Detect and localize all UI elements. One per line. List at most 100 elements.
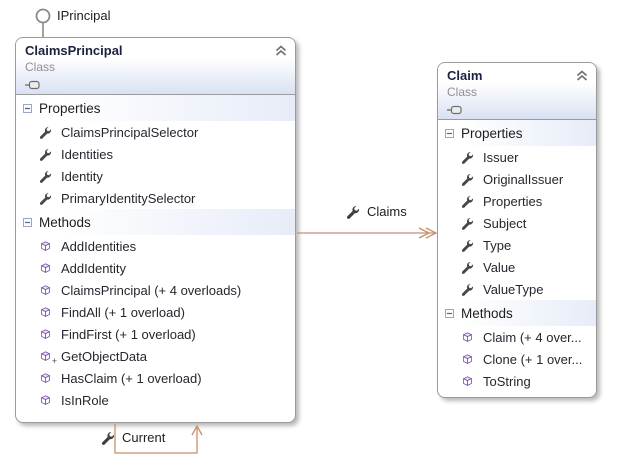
member-row[interactable]: + OriginalIssuer	[438, 168, 596, 190]
property-wrench-icon: +	[39, 126, 52, 139]
class-title: Claim	[447, 68, 483, 83]
property-wrench-icon: +	[461, 195, 474, 208]
section-header-properties[interactable]: Properties	[16, 95, 295, 121]
interface-label: IPrincipal	[57, 8, 111, 23]
class-header[interactable]: ClaimsPrincipal Class	[16, 38, 295, 95]
section-label: Methods	[461, 305, 513, 321]
collapse-minus-icon[interactable]	[445, 128, 454, 138]
member-label: PrimaryIdentitySelector	[61, 190, 196, 206]
class-shape-claimsprincipal[interactable]: ClaimsPrincipal Class Properties	[15, 37, 296, 423]
member-row[interactable]: + Clone (+ 1 over...	[438, 348, 596, 370]
member-label: GetObjectData	[61, 348, 147, 364]
member-label: Identity	[61, 168, 103, 184]
member-row[interactable]: + GetObjectData	[16, 345, 295, 367]
property-wrench-icon: +	[39, 192, 52, 205]
property-wrench-icon: +	[461, 239, 474, 252]
lollipop-circle-icon	[35, 8, 51, 24]
member-row[interactable]: + Identity	[16, 165, 295, 187]
method-cube-icon: +	[39, 328, 52, 341]
property-wrench-icon: +	[461, 151, 474, 164]
member-label: Identities	[61, 146, 114, 162]
member-label: Issuer	[483, 149, 519, 165]
class-header[interactable]: Claim Class	[438, 63, 596, 120]
member-row[interactable]: + ToString	[438, 370, 596, 392]
collapse-minus-icon[interactable]	[23, 217, 32, 227]
member-row[interactable]: + ClaimsPrincipal (+ 4 overloads)	[16, 279, 295, 301]
interface-lollipop[interactable]	[35, 8, 51, 38]
section-header-properties[interactable]: Properties	[438, 120, 596, 146]
property-wrench-icon: +	[461, 173, 474, 186]
arrowhead-icon	[425, 227, 438, 239]
section-label: Properties	[39, 100, 101, 116]
property-wrench-icon: +	[461, 217, 474, 230]
association-label-text: Current	[122, 430, 166, 445]
property-wrench-icon: +	[39, 170, 52, 183]
section-label: Methods	[39, 214, 91, 230]
association-label-claims[interactable]: Claims	[346, 204, 407, 219]
member-row[interactable]: + Subject	[438, 212, 596, 234]
method-cube-icon: +	[461, 375, 474, 388]
member-label: AddIdentity	[61, 260, 127, 276]
class-icon	[447, 105, 462, 115]
member-row[interactable]: + FindAll (+ 1 overload)	[16, 301, 295, 323]
member-label: ToString	[483, 373, 531, 389]
property-wrench-icon	[101, 431, 114, 445]
member-label: ClaimsPrincipalSelector	[61, 124, 199, 140]
method-cube-icon: +	[39, 372, 52, 385]
class-icon	[25, 80, 40, 90]
class-title: ClaimsPrincipal	[25, 43, 123, 58]
member-row[interactable]: + Claim (+ 4 over...	[438, 326, 596, 348]
section-header-methods[interactable]: Methods	[16, 209, 295, 235]
method-cube-icon: +	[39, 262, 52, 275]
member-label: Claim (+ 4 over...	[483, 329, 582, 345]
collapse-chevron-icon[interactable]	[575, 70, 589, 82]
association-claims[interactable]	[297, 227, 438, 239]
member-label: FindAll (+ 1 overload)	[61, 304, 185, 320]
member-label: Value	[483, 259, 516, 275]
member-row[interactable]: + AddIdentity	[16, 257, 295, 279]
member-row[interactable]: + FindFirst (+ 1 overload)	[16, 323, 295, 345]
member-label: Properties	[483, 193, 543, 209]
member-label: IsInRole	[61, 392, 109, 408]
member-row[interactable]: + Properties	[438, 190, 596, 212]
member-label: FindFirst (+ 1 overload)	[61, 326, 196, 342]
member-row[interactable]: + AddIdentities	[16, 235, 295, 257]
methods-list: + AddIdentities + AddIdentity	[16, 235, 295, 411]
member-label: HasClaim (+ 1 overload)	[61, 370, 202, 386]
collapse-minus-icon[interactable]	[23, 103, 32, 113]
properties-list: + ClaimsPrincipalSelector + Identities	[16, 121, 295, 209]
member-label: ClaimsPrincipal (+ 4 overloads)	[61, 282, 242, 298]
property-wrench-icon: +	[39, 148, 52, 161]
member-row[interactable]: + PrimaryIdentitySelector	[16, 187, 295, 209]
method-cube-icon: +	[39, 240, 52, 253]
collapse-chevron-icon[interactable]	[274, 45, 288, 57]
member-row[interactable]: + Value	[438, 256, 596, 278]
collapse-minus-icon[interactable]	[445, 308, 454, 318]
member-row[interactable]: + ValueType	[438, 278, 596, 300]
class-shape-claim[interactable]: Claim Class Properties	[437, 62, 597, 398]
class-stereotype: Class	[25, 60, 56, 74]
method-cube-icon: +	[461, 331, 474, 344]
member-row[interactable]: + Identities	[16, 143, 295, 165]
methods-list: + Claim (+ 4 over... + Clone (+ 1 over..…	[438, 326, 596, 392]
member-row[interactable]: + Issuer	[438, 146, 596, 168]
member-row[interactable]: + IsInRole	[16, 389, 295, 411]
association-label-current[interactable]: Current	[101, 430, 165, 445]
class-stereotype: Class	[447, 85, 478, 99]
member-row[interactable]: + ClaimsPrincipalSelector	[16, 121, 295, 143]
member-row[interactable]: + HasClaim (+ 1 overload)	[16, 367, 295, 389]
property-wrench-icon: +	[461, 283, 474, 296]
member-label: ValueType	[483, 281, 544, 297]
association-label-text: Claims	[367, 204, 407, 219]
member-label: Clone (+ 1 over...	[483, 351, 583, 367]
member-label: Type	[483, 237, 512, 253]
member-label: OriginalIssuer	[483, 171, 564, 187]
method-cube-icon: +	[39, 394, 52, 407]
method-cube-plus-icon: +	[39, 350, 57, 365]
member-row[interactable]: + Type	[438, 234, 596, 256]
section-header-methods[interactable]: Methods	[438, 300, 596, 326]
method-cube-icon: +	[39, 284, 52, 297]
arrowhead-icon	[191, 424, 203, 436]
member-label: AddIdentities	[61, 238, 137, 254]
